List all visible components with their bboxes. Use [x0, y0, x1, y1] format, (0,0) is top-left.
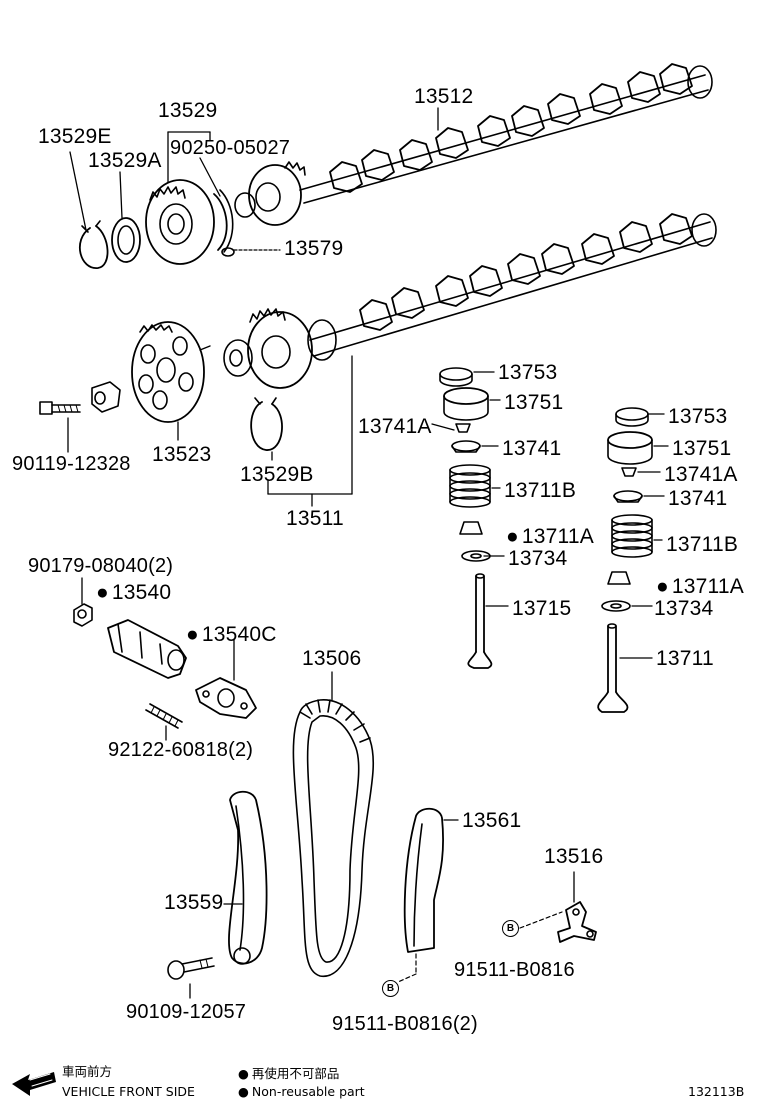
label-13711A-left-text: 13711A	[521, 525, 594, 548]
label-13715: 13715	[512, 597, 572, 620]
legend-direction-jp: 車両前方	[62, 1064, 113, 1079]
label-90250-05027: 90250-05027	[170, 137, 291, 159]
label-13751-left: 13751	[504, 391, 564, 414]
label-13753-right: 13753	[668, 405, 728, 428]
label-13529A: 13529A	[88, 149, 162, 172]
guide-13561	[403, 807, 444, 953]
label-13734-right: 13734	[654, 597, 714, 620]
camshaft-13512	[234, 63, 713, 226]
snap-ring-13529E	[79, 225, 109, 269]
sprocket-13523	[131, 321, 205, 423]
label-90119-12328: 90119-12328	[12, 453, 131, 475]
label-13540C-text: 13540C	[201, 623, 277, 646]
guide-13559	[228, 790, 268, 965]
label-13741A-left: 13741A	[358, 415, 432, 438]
label-13711B-left: 13711B	[504, 479, 577, 502]
ring-13529A	[111, 217, 141, 263]
legend-nonreusable-en-text: Non-reusable part	[251, 1084, 365, 1099]
label-13711A-left: 13711A	[506, 526, 594, 547]
label-92122-60818: 92122-60818(2)	[108, 739, 254, 761]
front-direction-arrow	[12, 1072, 56, 1096]
label-90179-08040: 90179-08040(2)	[28, 555, 174, 577]
label-13529E: 13529E	[38, 125, 112, 148]
valve-group-left	[439, 367, 493, 669]
label-13741A-right: 13741A	[664, 463, 738, 486]
label-13516: 13516	[544, 845, 604, 868]
legend-nonreusable-en: Non-reusable part	[238, 1084, 365, 1099]
label-13753-left: 13753	[498, 361, 558, 384]
label-13741-right: 13741	[668, 487, 728, 510]
label-13741-left: 13741	[502, 437, 562, 460]
label-90109-12057: 90109-12057	[126, 1001, 247, 1023]
valve-group-right	[597, 407, 653, 713]
label-13512: 13512	[414, 85, 474, 108]
tensioner-13540	[73, 603, 187, 679]
label-13561: 13561	[462, 809, 522, 832]
gear-13529	[145, 179, 215, 265]
label-13511: 13511	[286, 507, 344, 530]
label-13711B-right: 13711B	[666, 533, 739, 556]
gasket-13540C	[195, 677, 257, 719]
label-13523: 13523	[152, 443, 212, 466]
label-13711A-right: 13711A	[656, 576, 744, 597]
label-13506: 13506	[302, 647, 362, 670]
label-13540-text: 13540	[111, 581, 172, 604]
bolt-90109	[167, 957, 215, 980]
label-13734-left: 13734	[508, 547, 568, 570]
legend-nonreusable-jp: 再使用不可部品	[238, 1066, 340, 1081]
label-13559: 13559	[164, 891, 224, 914]
label-13579: 13579	[284, 237, 344, 260]
label-13711: 13711	[656, 647, 714, 670]
legend-direction-en: VEHICLE FRONT SIDE	[62, 1084, 195, 1099]
b-marker-right: B	[502, 920, 519, 937]
label-13751-right: 13751	[672, 437, 732, 460]
camshaft-13511	[223, 213, 717, 389]
label-91511-B0816-2: 91511-B0816(2)	[332, 1013, 478, 1035]
label-13711A-right-text: 13711A	[671, 575, 744, 598]
label-13529: 13529	[158, 99, 218, 122]
label-91511-B0816: 91511-B0816	[454, 959, 575, 981]
label-13540: 13540	[96, 582, 171, 603]
b-marker-bottom: B	[382, 980, 399, 997]
label-13529B: 13529B	[240, 463, 314, 486]
bolt-90119	[39, 401, 81, 415]
figure-id: 132113B	[688, 1084, 745, 1099]
plate-13516	[557, 901, 597, 943]
legend-nonreusable-jp-text: 再使用不可部品	[251, 1066, 340, 1081]
label-13540C: 13540C	[186, 624, 277, 645]
stud-92122	[145, 703, 183, 729]
chain-13506	[292, 699, 375, 977]
